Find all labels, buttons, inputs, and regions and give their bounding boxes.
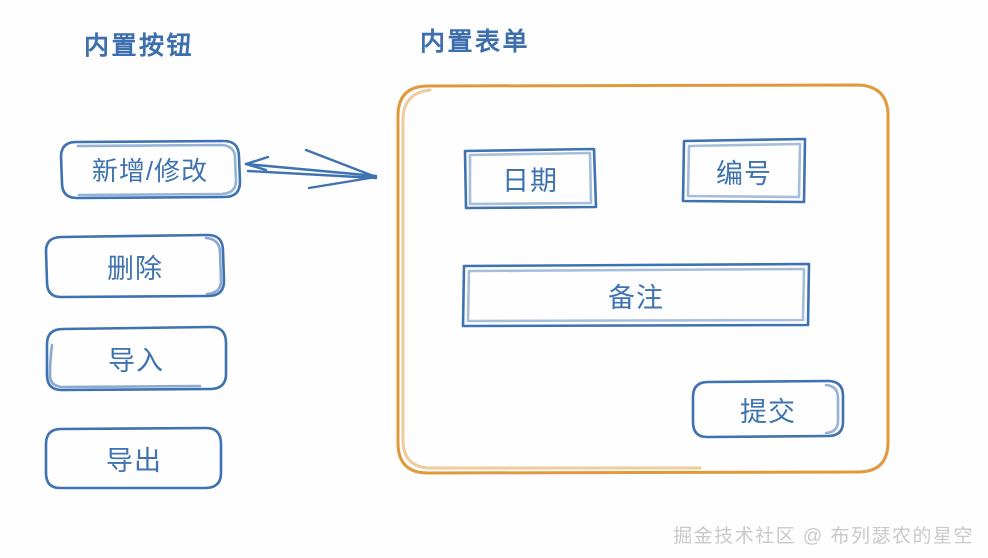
remark-field[interactable]: 备注 [462,264,810,326]
add-edit-button[interactable]: 新增/修改 [60,140,240,198]
form-section-heading: 内置表单 [420,28,531,56]
buttons-section-heading: 内置按钮 [84,32,195,60]
delete-button[interactable]: 删除 [46,235,224,297]
import-button-label: 导入 [108,345,164,376]
date-field-label: 日期 [502,165,558,196]
export-button[interactable]: 导出 [46,427,222,489]
remark-field-label: 备注 [608,282,664,313]
watermark: 掘金技术社区 @ 布列瑟农的星空 [673,526,974,547]
import-button[interactable]: 导入 [46,327,226,389]
code-field-label: 编号 [716,158,772,189]
date-field[interactable]: 日期 [464,148,596,208]
add-edit-button-label: 新增/修改 [91,155,209,186]
delete-button-label: 删除 [107,253,163,284]
submit-button-label: 提交 [740,396,796,427]
export-button-label: 导出 [106,445,162,476]
code-field[interactable]: 编号 [682,139,806,203]
double-headed-arrow-strokes [244,148,378,190]
submit-button[interactable]: 提交 [692,381,844,437]
